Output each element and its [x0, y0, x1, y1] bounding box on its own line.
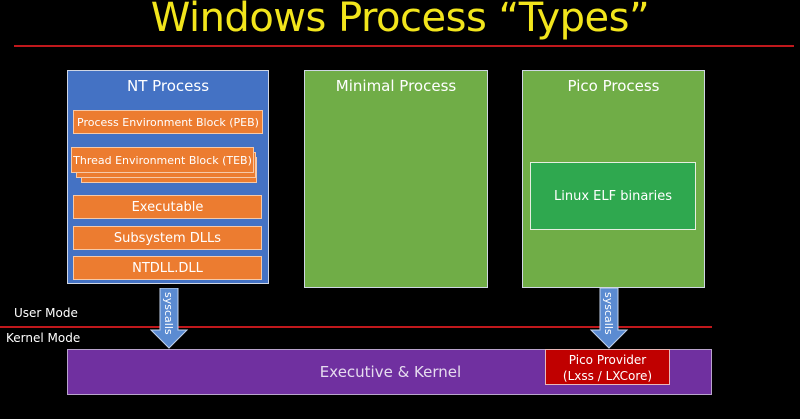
executive-kernel-label: Executive & Kernel [319, 363, 462, 381]
pico-process-title: Pico Process [567, 77, 660, 95]
syscalls-arrow-left-label: syscalls [162, 292, 175, 335]
pico-provider-label: Pico Provider [568, 353, 647, 367]
subsystem-dlls-label: Subsystem DLLs [113, 230, 222, 246]
linux-elf-binaries-label: Linux ELF binaries [553, 188, 673, 204]
syscalls-arrow-right: syscalls [590, 288, 629, 349]
linux-elf-binaries-block: Linux ELF binaries [530, 162, 696, 230]
minimal-process-box: Minimal Process [304, 70, 488, 288]
ntdll-label: NTDLL.DLL [132, 260, 203, 276]
peb-block: Process Environment Block (PEB) [73, 110, 263, 134]
pico-provider-sublabel: (Lxss / LXCore) [562, 369, 653, 383]
executable-label: Executable [131, 199, 204, 215]
minimal-process-title: Minimal Process [335, 77, 457, 95]
page-title: Windows Process “Types” [150, 0, 650, 41]
user-mode-label: User Mode [14, 306, 78, 320]
kernel-mode-label: Kernel Mode [6, 331, 81, 345]
teb-block: Thread Environment Block (TEB) [71, 147, 254, 173]
pico-provider-box: Pico Provider (Lxss / LXCore) [545, 349, 670, 385]
syscalls-arrow-left: syscalls [150, 288, 189, 349]
teb-label: Thread Environment Block (TEB) [73, 153, 252, 167]
ntdll-block: NTDLL.DLL [73, 256, 262, 280]
pico-process-box: Pico Process Linux ELF binaries [522, 70, 705, 288]
nt-process-box: NT Process Process Environment Block (PE… [67, 70, 269, 284]
title-divider [14, 45, 794, 47]
peb-label: Process Environment Block (PEB) [77, 115, 259, 129]
mode-divider [0, 326, 712, 328]
syscalls-arrow-right-label: syscalls [602, 292, 615, 335]
nt-process-title: NT Process [126, 77, 210, 95]
executable-block: Executable [73, 195, 262, 219]
executive-kernel-bar: Executive & Kernel Pico Provider (Lxss /… [67, 349, 712, 395]
subsystem-dlls-block: Subsystem DLLs [73, 226, 262, 250]
